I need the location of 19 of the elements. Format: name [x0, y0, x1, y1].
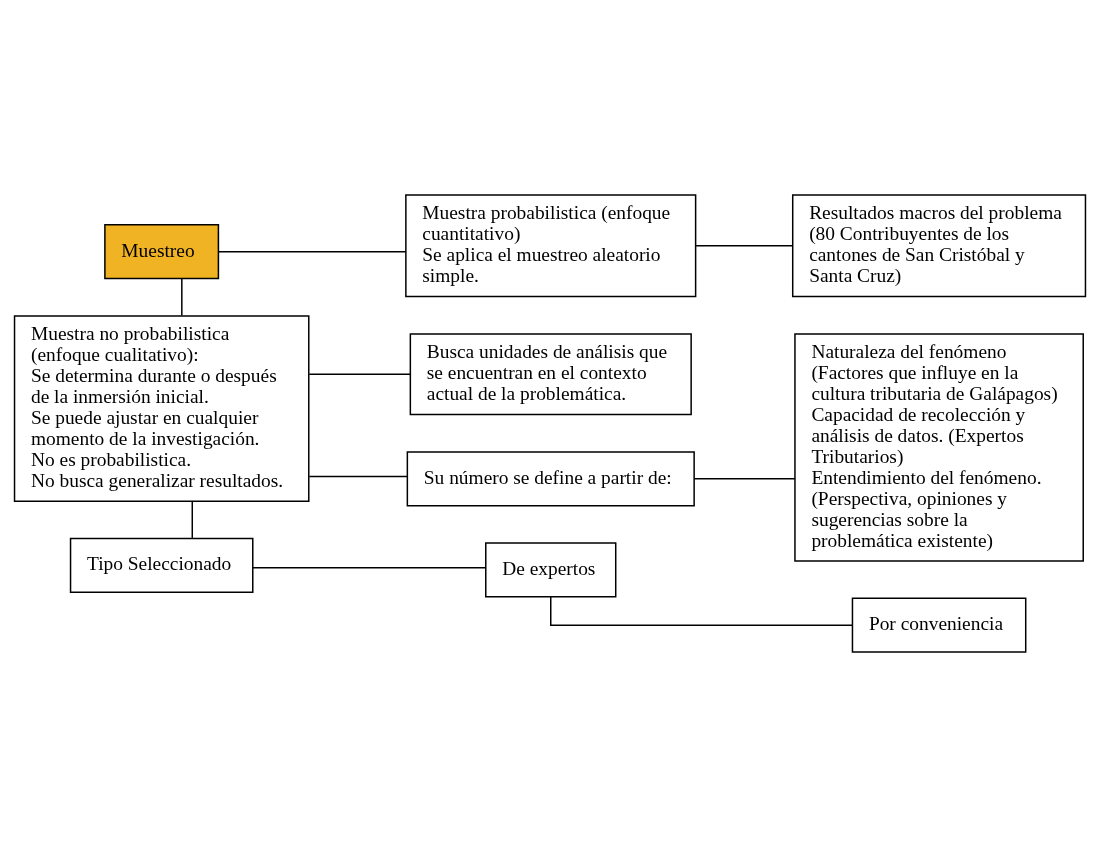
node-box: Por conveniencia: [851, 597, 1027, 653]
connector: [550, 596, 854, 626]
node-box: Tipo Seleccionado: [69, 537, 254, 594]
node-box: De expertos: [485, 542, 617, 598]
connector: [181, 278, 183, 317]
connector: [308, 475, 408, 478]
node-box: Muestra probabilistica (enfoque cuantitativo) Se aplica el muestreo aleatorio simple.: [405, 194, 697, 298]
connector: [191, 500, 194, 539]
node-box: Busca unidades de análisis que se encuentran en el contexto actual de la problemática.: [409, 333, 692, 416]
connector: [217, 251, 407, 253]
connector: [252, 566, 487, 569]
connector: [693, 478, 796, 480]
node-box: Su número se define a partir de:: [406, 451, 695, 507]
connector: [308, 373, 411, 375]
node-box: Resultados macros del problema (80 Contribuyentes de los cantones de San Cristóbal y Santa Cruz): [791, 194, 1087, 298]
node-box: Muestra no probabilistica (enfoque cualitativo): Se determina durante o después de la inmersión inicial. Se puede ajustar en cualquier momento de la investigación. No es probabilistica. No busca generalizar resultados.: [13, 315, 310, 502]
node-box: Muestreo: [104, 224, 220, 280]
connector: [695, 245, 793, 247]
node-box: Naturaleza del fenómeno (Factores que influye en la cultura tributaria de Galápagos) Capacidad de recolección y análisis de datos. (Expertos Tributarios) Entendimiento del fenómeno. (Perspectiva, opiniones y sugerencias sobre la problemática existente): [794, 333, 1084, 562]
